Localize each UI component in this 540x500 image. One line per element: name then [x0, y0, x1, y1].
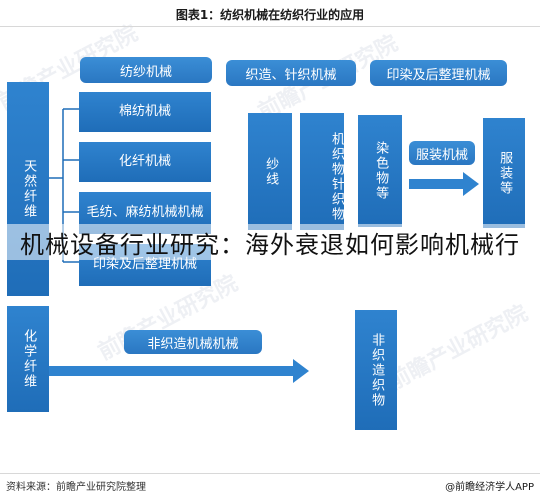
nonwoven-machinery-box: 非织造机械机械 [124, 330, 262, 354]
spinning-item-label: 印染及后整理机械 [92, 256, 197, 272]
brand-credit: @前瞻经济学人APP [445, 478, 534, 493]
spinning-header-label: 纺纱机械 [119, 64, 172, 80]
watermark: 前瞻产业研究院 [384, 301, 533, 396]
dyeing-machinery-header: 印染及后整理机械 [370, 60, 507, 86]
garment-machinery-label: 服装机械 [415, 147, 468, 163]
source-note: 资料来源：前瞻产业研究院整理 [6, 482, 146, 493]
dyeing-header-label: 印染及后整理机械 [386, 67, 491, 83]
garment-machinery-box: 服装机械 [409, 141, 475, 165]
spinning-item-chemical: 化纤机械 [79, 142, 211, 182]
yarn-box: 纱线 [248, 113, 292, 230]
arrow-to-clothing [409, 172, 479, 196]
overlay-caption-text: 机械设备行业研究：海外衰退如何影响机械行 [20, 230, 520, 259]
nonwoven-fabric-label: 非织造织物 [369, 332, 385, 408]
brand-credit-label: @前瞻经济学人APP [445, 482, 534, 493]
natural-fiber-box: 天然纤维 [7, 82, 49, 296]
clothing-box: 服装等 [483, 118, 525, 228]
yarn-label: 纱线 [263, 156, 279, 187]
chemical-fiber-box: 化学纤维 [7, 306, 49, 412]
spinning-item-label: 化纤机械 [118, 153, 171, 169]
overlay-caption: 机械设备行业研究：海外衰退如何影响机械行 [0, 224, 540, 260]
nonwoven-fabric-box: 非织造织物 [355, 310, 397, 430]
spinning-item-label: 棉纺机械 [118, 103, 171, 119]
dyed-box: 染色物等 [358, 115, 402, 227]
natural-fiber-label: 天然纤维 [21, 159, 37, 219]
chart-title: 图表1：纺织机械在纺织行业的应用 [175, 8, 365, 22]
arrow-to-nonwoven [49, 359, 309, 383]
spinning-item-cotton: 棉纺机械 [79, 92, 211, 132]
fabric-box: 机织物针织物 [300, 113, 344, 230]
clothing-label: 服装等 [497, 150, 513, 196]
spinning-item-label: 毛纺、麻纺机械机械 [86, 204, 204, 220]
nonwoven-machinery-label: 非织造机械机械 [147, 336, 239, 352]
footer-divider [0, 473, 540, 474]
chemical-fiber-label: 化学纤维 [21, 329, 37, 389]
weaving-machinery-header: 织造、针织机械 [226, 60, 356, 86]
title-divider [0, 26, 540, 27]
fabric-label: 机织物针织物 [329, 131, 344, 222]
dyed-label: 染色物等 [373, 141, 389, 201]
spinning-machinery-header: 纺纱机械 [80, 57, 212, 83]
weaving-header-label: 织造、针织机械 [245, 67, 337, 83]
